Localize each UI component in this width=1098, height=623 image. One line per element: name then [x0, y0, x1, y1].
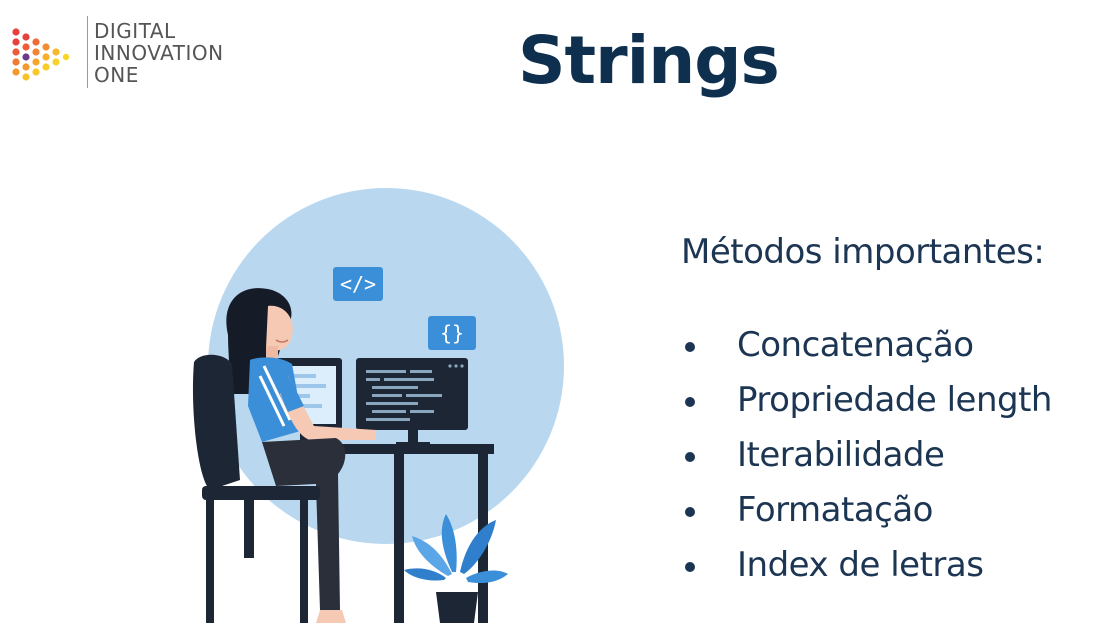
code-tag-badge	[333, 267, 383, 301]
list-item: Concatenação	[681, 320, 1098, 375]
bullet-icon	[685, 397, 695, 407]
logo-divider	[87, 16, 88, 88]
desk	[272, 444, 494, 454]
bullet-icon	[685, 342, 695, 352]
bullet-icon	[685, 562, 695, 572]
methods-list: Concatenação Propriedade length Iterabil…	[681, 320, 1098, 595]
braces-badge	[428, 316, 476, 350]
logo-wordmark: DIGITAL INNOVATION ONE	[94, 20, 224, 86]
slide-title: Strings	[518, 22, 780, 99]
logo-mark-icon	[12, 28, 70, 81]
list-item: Propriedade length	[681, 375, 1098, 430]
braces-badge-label: {}	[440, 321, 464, 345]
methods-section: Métodos importantes: Concatenação Propri…	[681, 232, 1098, 595]
bullet-icon	[685, 452, 695, 462]
code-tag-badge-label: </>	[340, 272, 376, 296]
chair	[192, 354, 240, 490]
plant-icon	[404, 514, 508, 623]
list-item-label: Iterabilidade	[737, 435, 945, 475]
list-item-label: Concatenação	[737, 325, 974, 365]
list-item: Formatação	[681, 485, 1098, 540]
logo-line-3: ONE	[94, 63, 139, 87]
list-item-label: Formatação	[737, 490, 933, 530]
bullet-icon	[685, 507, 695, 517]
logo-line-2: INNOVATION	[94, 41, 224, 65]
list-item-label: Propriedade length	[737, 380, 1052, 420]
list-item: Iterabilidade	[681, 430, 1098, 485]
digital-innovation-one-logo: DIGITAL INNOVATION ONE	[10, 14, 250, 94]
methods-heading: Métodos importantes:	[681, 232, 1045, 272]
list-item: Index de letras	[681, 540, 1098, 595]
logo-line-1: DIGITAL	[94, 19, 176, 43]
developer-illustration: </> {}	[192, 188, 564, 623]
list-item-label: Index de letras	[737, 545, 984, 585]
